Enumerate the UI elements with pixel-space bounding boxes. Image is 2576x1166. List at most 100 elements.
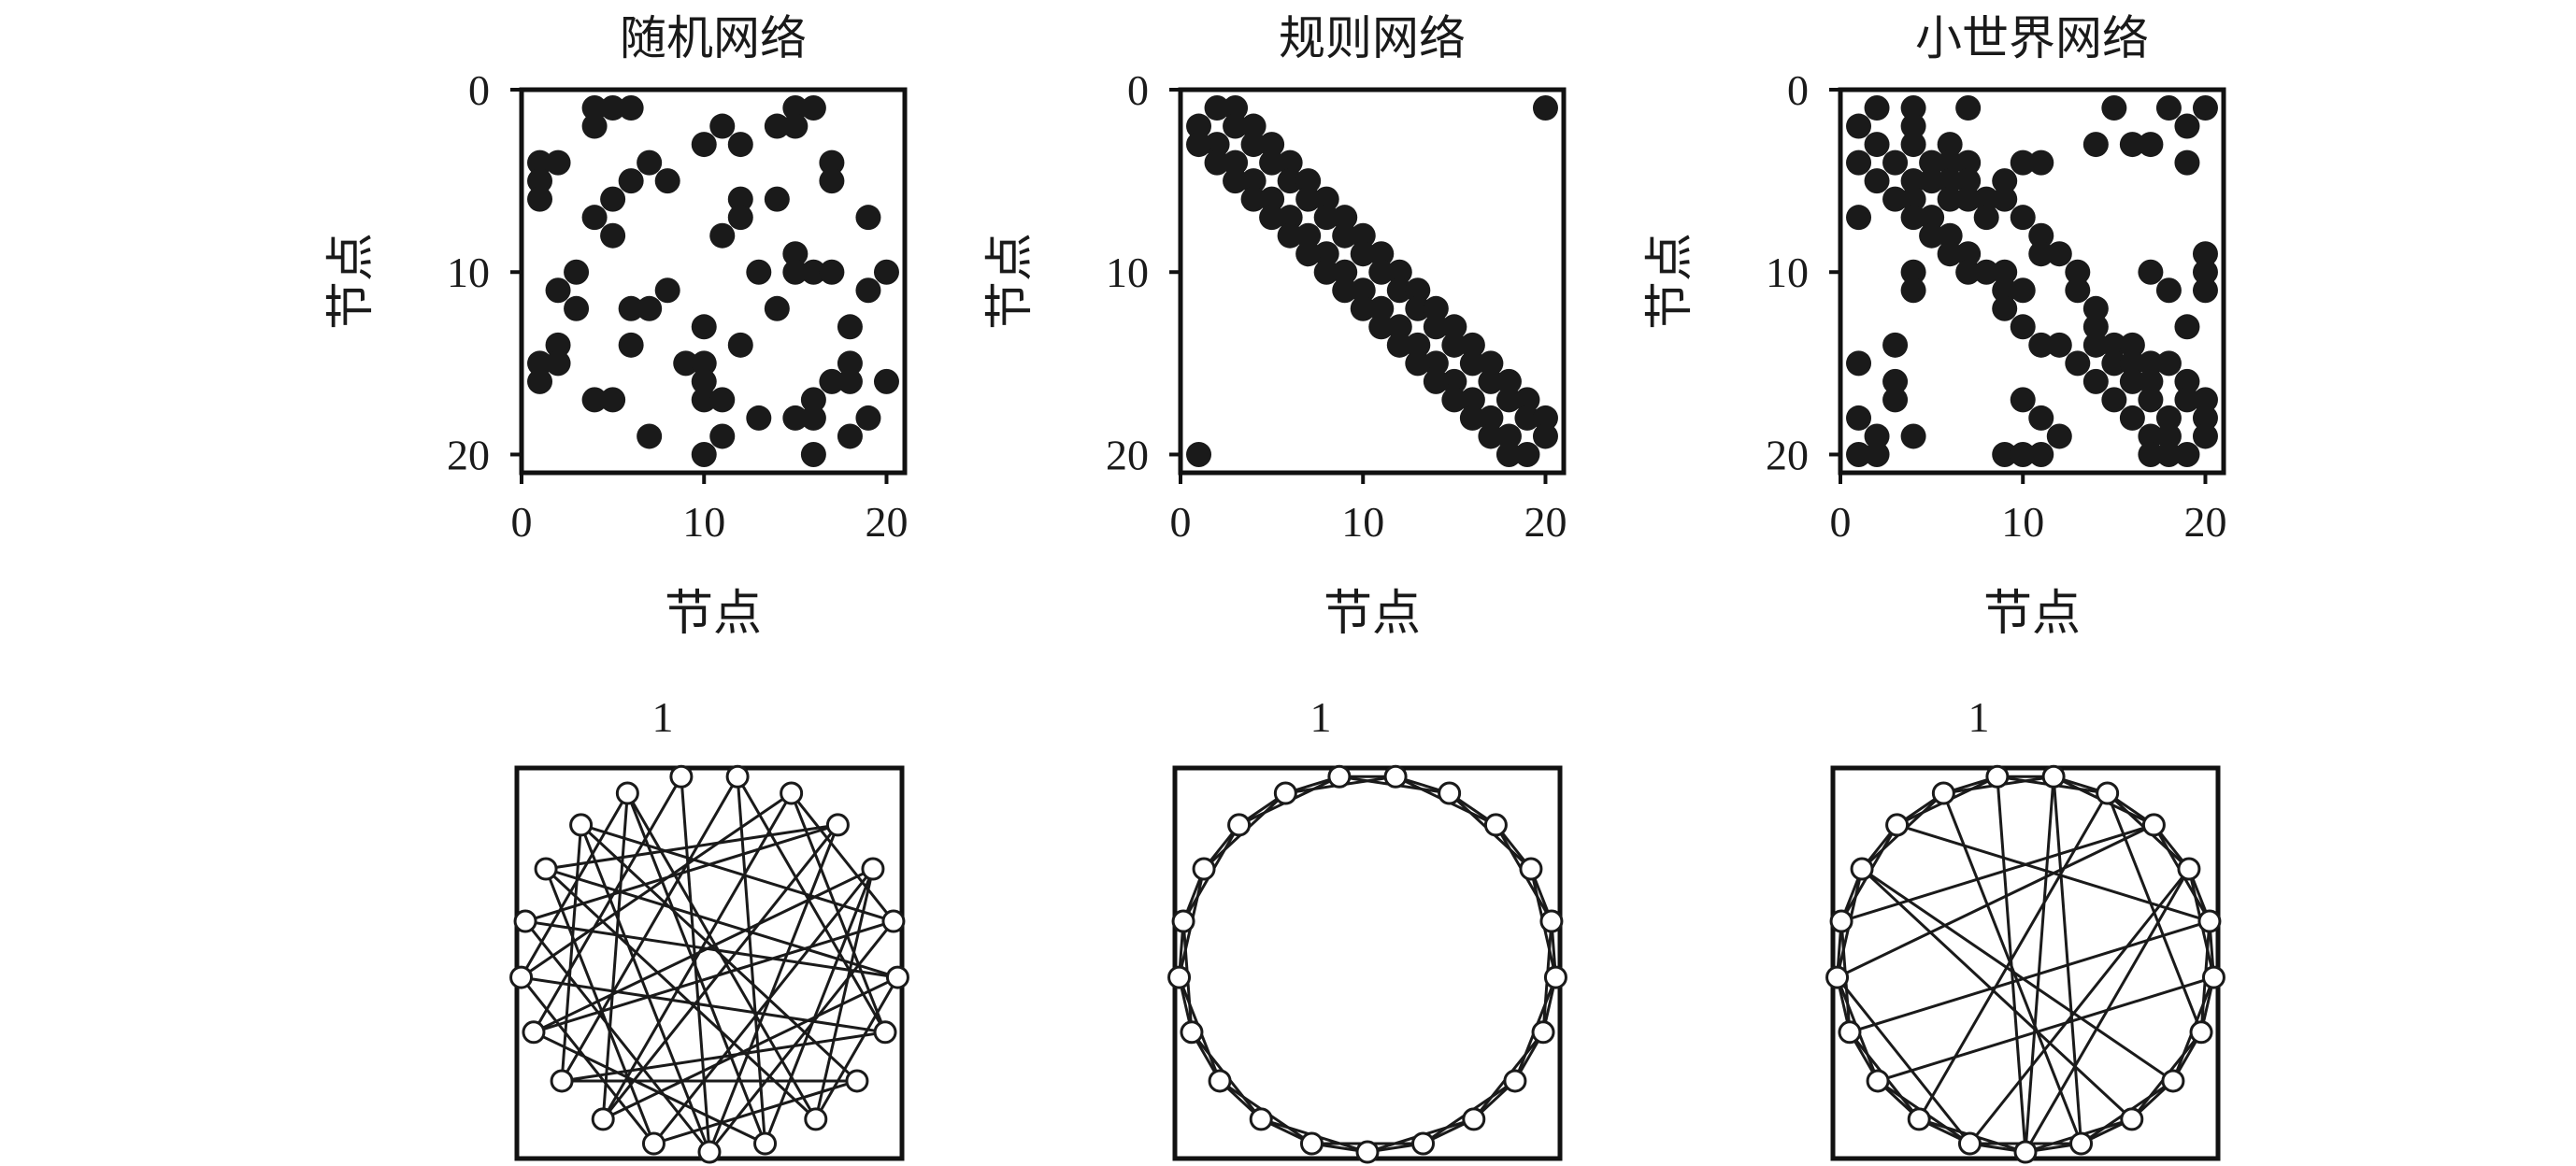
network-edge [523, 920, 711, 1153]
network-node [1531, 1020, 1555, 1045]
data-point [581, 205, 608, 231]
data-point [1350, 277, 1376, 304]
data-point [782, 241, 809, 267]
data-point [527, 149, 553, 176]
y-axis-label: 节点 [1644, 233, 1697, 330]
network-edge [533, 867, 874, 1034]
data-point [1313, 259, 1339, 285]
network-node [1539, 909, 1564, 933]
network-edge [2024, 868, 2191, 1153]
network-diagram-2 [1167, 764, 1567, 1164]
data-point [2138, 423, 2164, 449]
plot-frame [1178, 87, 1567, 476]
data-point [1955, 186, 1982, 212]
data-point [1900, 168, 1926, 194]
network-node [1327, 764, 1352, 789]
data-point [1386, 277, 1412, 304]
data-point [782, 405, 809, 431]
data-point [2028, 332, 2054, 358]
network-node [1907, 1107, 1931, 1131]
network-edge [532, 775, 683, 1033]
network-node [2013, 1140, 2038, 1164]
network-diagram-3 [1825, 764, 2225, 1164]
y-axis-label: 节点 [984, 233, 1038, 330]
data-point [2119, 405, 2145, 431]
data-point [2192, 405, 2218, 431]
data-point [746, 259, 772, 285]
network-edge [1968, 868, 2191, 1145]
data-point [1240, 186, 1267, 212]
network-diagram-1 [509, 764, 909, 1164]
data-point [1332, 222, 1358, 249]
data-point [1223, 95, 1249, 121]
x-tick-label: 0 [1170, 498, 1192, 546]
network-node [804, 1107, 828, 1131]
data-point [2174, 149, 2200, 176]
network-node [1273, 781, 1297, 805]
network-edge [601, 792, 793, 1120]
data-point [564, 259, 590, 285]
network-node [2161, 1069, 2185, 1093]
data-point [1295, 186, 1322, 212]
data-point [1846, 149, 1872, 176]
network-edge [1861, 867, 2133, 1120]
adjacency-plot-3 [1829, 87, 2226, 484]
x-tick-label: 10 [682, 498, 725, 546]
data-point [1532, 405, 1558, 431]
network-edge [2106, 792, 2203, 1033]
x-tick-label: 10 [2001, 498, 2044, 546]
data-point [1955, 95, 1982, 121]
network-edge [561, 1031, 886, 1083]
data-point [2010, 387, 2036, 413]
node-label: 1 [652, 693, 674, 741]
data-point [637, 149, 663, 176]
data-point [1405, 350, 1431, 377]
data-point [1992, 277, 2018, 304]
data-point [2101, 350, 2127, 377]
y-tick-label: 20 [1106, 431, 1149, 478]
network-edge [560, 775, 739, 1082]
data-point [709, 113, 736, 139]
x-axis-label: 节点 [1983, 588, 2081, 641]
data-point [764, 186, 790, 212]
data-point [2192, 259, 2218, 285]
data-point [2119, 368, 2145, 394]
data-point [2155, 441, 2182, 467]
data-point [1259, 205, 1285, 231]
network-edge [814, 976, 899, 1120]
data-point [1277, 168, 1303, 194]
network-edge [2024, 776, 2055, 1153]
network-node [1825, 965, 1850, 989]
data-point [1186, 132, 1212, 158]
data-point [1900, 205, 1926, 231]
data-point [2046, 332, 2072, 358]
data-point [2138, 441, 2164, 467]
data-point [1864, 441, 1890, 467]
data-point [709, 423, 736, 449]
data-point [2046, 241, 2072, 267]
data-point [1882, 332, 1909, 358]
data-point [782, 259, 809, 285]
network-node [881, 909, 906, 933]
x-tick-label: 0 [1830, 498, 1852, 546]
adjacency-plot-1 [510, 87, 908, 484]
data-point [1846, 405, 1872, 431]
network-edge [736, 776, 767, 1145]
y-tick-label: 20 [1766, 431, 1809, 478]
data-point [746, 405, 772, 431]
network-node [2177, 857, 2201, 881]
network-edge [1861, 867, 2174, 1083]
data-point [1313, 205, 1339, 231]
data-point [2101, 95, 2127, 121]
network-node [1227, 813, 1252, 837]
x-tick-label: 0 [511, 498, 533, 546]
data-point [727, 186, 753, 212]
data-point [837, 314, 863, 340]
network-edge [602, 823, 839, 1120]
data-point [2138, 350, 2164, 377]
data-point [800, 387, 826, 413]
network-edge [652, 868, 875, 1145]
network-edge [580, 823, 858, 1083]
data-point [527, 186, 553, 212]
data-point [581, 113, 608, 139]
